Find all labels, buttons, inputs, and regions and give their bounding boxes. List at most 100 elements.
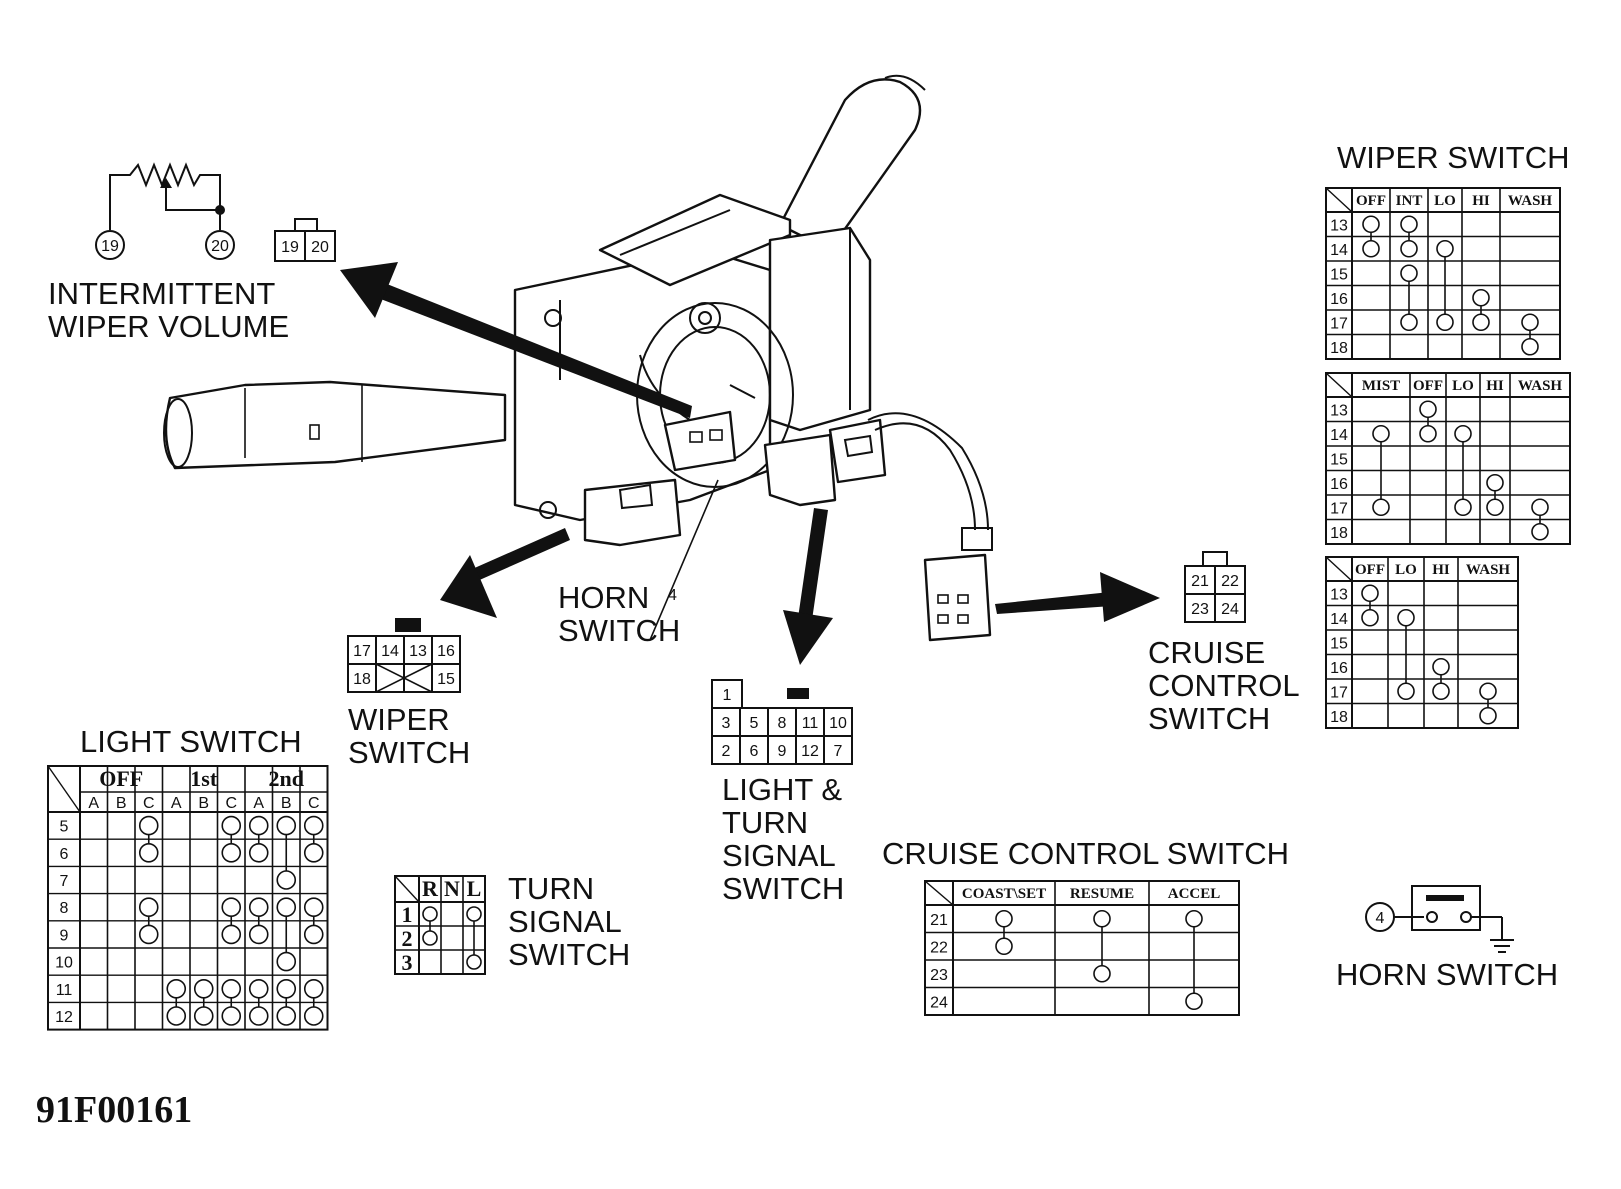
light-row-label: 11	[56, 982, 73, 999]
wiper-row-label: 14	[1330, 611, 1348, 628]
contact-circle	[1486, 498, 1504, 517]
horn-terminal-label: 4	[1376, 910, 1385, 927]
turn-signal-title-line3: SWITCH	[508, 937, 630, 972]
terminal-20-label: 20	[211, 238, 229, 255]
turn-column-header: N	[444, 876, 460, 901]
contact-circle	[1436, 239, 1454, 258]
wiper-row-label: 16	[1330, 476, 1348, 493]
contact-circle	[1479, 706, 1497, 725]
header-diagonal	[47, 765, 81, 813]
wiper-switch-callout-line2: SWITCH	[348, 735, 470, 770]
contact-circle	[1361, 584, 1379, 603]
light-pin-5: 5	[750, 715, 759, 732]
light-turn-connector: 1 3 5 8 11 10 2 6 9 12 7	[711, 679, 853, 765]
contact-circle	[1400, 215, 1418, 234]
contact-circle	[1521, 313, 1539, 332]
light-pin-3: 3	[722, 715, 731, 732]
light-subcolumn-header: A	[88, 795, 99, 812]
contact-circle	[466, 906, 482, 922]
turn-row-label: 1	[402, 902, 413, 927]
light-subcolumn-header: B	[198, 795, 209, 812]
contact-circle	[466, 954, 482, 970]
contact-circle	[276, 978, 297, 999]
light-pin-7: 7	[834, 743, 843, 760]
wiper-column-header: OFF	[1355, 562, 1385, 578]
wiper-pin-16: 16	[437, 643, 455, 660]
contact-circle	[166, 978, 187, 999]
wiper-row-label: 18	[1330, 340, 1348, 357]
header-diagonal	[1325, 372, 1353, 398]
contact-circle	[1397, 608, 1415, 627]
light-row-label: 7	[60, 873, 69, 890]
cruise-callout-line2: CONTROL	[1148, 668, 1300, 703]
wiper-row-label: 14	[1330, 242, 1348, 259]
contact-circle	[303, 1006, 324, 1026]
cruise-row-label: 23	[930, 967, 948, 984]
contact-circle	[1400, 264, 1418, 283]
light-subcolumn-header: C	[225, 795, 237, 812]
light-pin-11: 11	[802, 715, 819, 732]
turn-row-label: 3	[402, 950, 413, 975]
contact-circle	[221, 842, 242, 863]
light-row-label: 8	[60, 900, 69, 917]
horn-switch-callout-line2: SWITCH	[558, 613, 680, 648]
contact-circle	[276, 815, 297, 836]
contact-circle	[1400, 239, 1418, 258]
contact-circle	[248, 924, 269, 945]
contact-circle	[248, 1006, 269, 1026]
cruise-column-header: COAST\SET	[962, 886, 1046, 902]
wiper-column-header: HI	[1486, 378, 1504, 394]
contact-circle	[248, 978, 269, 999]
contact-circle	[221, 1006, 242, 1026]
contact-circle	[1486, 473, 1504, 492]
contact-circle	[138, 897, 159, 918]
wiper-column-header: WASH	[1508, 193, 1553, 209]
turn-column-header: L	[467, 876, 482, 901]
header-diagonal	[1325, 556, 1353, 582]
contact-circle	[1362, 239, 1380, 258]
contact-circle	[1362, 215, 1380, 234]
wiper-row-label: 13	[1330, 402, 1348, 419]
intermittent-wiper-volume-label-line2: WIPER VOLUME	[48, 309, 289, 344]
contact-circle	[1397, 682, 1415, 701]
light-group-header: 1st	[190, 766, 218, 791]
contact-circle	[995, 937, 1013, 956]
cruise-column-header: ACCEL	[1168, 886, 1221, 902]
wiper-column-header: HI	[1472, 193, 1490, 209]
contact-circle	[221, 978, 242, 999]
callout-arrows	[340, 262, 1160, 665]
table-border	[394, 875, 486, 975]
cruise-callout-line3: SWITCH	[1148, 701, 1270, 736]
wiper-column-header: HI	[1432, 562, 1450, 578]
contact-circle	[248, 842, 269, 863]
cruise-table-title: CRUISE CONTROL SWITCH	[882, 836, 1289, 871]
light-group-header: OFF	[99, 766, 143, 791]
terminal-19	[95, 230, 125, 260]
wiper-row-label: 13	[1330, 217, 1348, 234]
contact-circle	[1531, 498, 1549, 517]
contact-circle	[1472, 313, 1490, 332]
light-row-label: 5	[60, 819, 69, 836]
combination-switch-assembly	[163, 74, 993, 642]
contact-circle	[303, 978, 324, 999]
light-turn-callout-line4: SWITCH	[722, 871, 844, 906]
wiper-row-label: 18	[1330, 525, 1348, 542]
horn-switch-schematic: 4	[1365, 885, 1514, 953]
table-border	[47, 765, 329, 1031]
contact-circle	[1093, 964, 1111, 983]
contact-circle	[276, 1006, 297, 1026]
wiper-column-header: WASH	[1466, 562, 1511, 578]
contact-circle	[138, 924, 159, 945]
contact-circle	[1400, 313, 1418, 332]
light-subcolumn-header: C	[308, 795, 320, 812]
contact-circle	[1479, 682, 1497, 701]
contact-circle	[193, 1006, 214, 1026]
light-subcolumn-header: B	[116, 795, 127, 812]
cruise-pin-22: 22	[1221, 573, 1239, 590]
contact-circle	[1185, 992, 1203, 1011]
contact-circle	[422, 906, 438, 922]
terminal-19-label: 19	[101, 238, 119, 255]
